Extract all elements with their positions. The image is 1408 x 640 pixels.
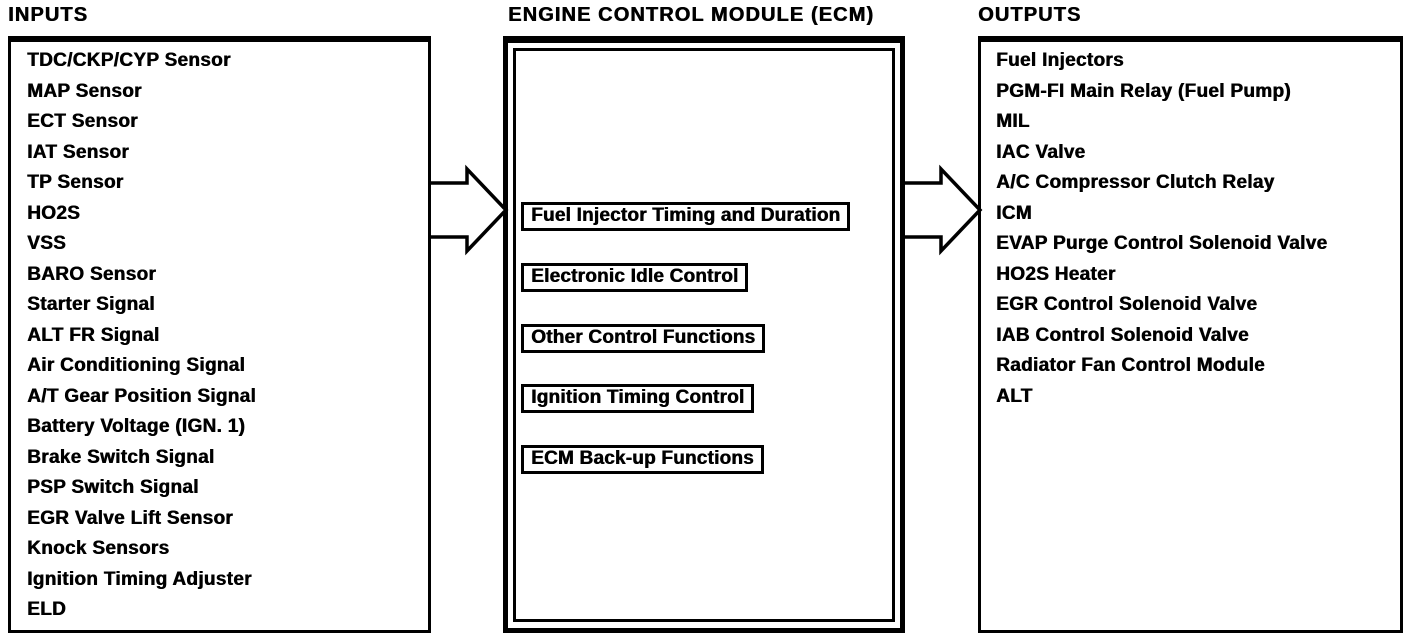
input-item: ALT FR Signal (27, 324, 160, 346)
output-item: Radiator Fan Control Module (996, 355, 1265, 376)
output-item: Fuel Injectors (996, 50, 1124, 71)
input-item: A/T Gear Position Signal (27, 385, 256, 407)
outputs-box: Fuel Injectors PGM-FI Main Relay (Fuel P… (978, 36, 1403, 633)
outputs-list: Fuel Injectors PGM-FI Main Relay (Fuel P… (981, 42, 1400, 412)
output-item: ICM (996, 202, 1032, 224)
ecm-function-box-other-control-functions: Other Control Functions (521, 324, 766, 353)
input-item: TP Sensor (27, 172, 124, 193)
input-item: Battery Voltage (IGN. 1) (27, 416, 245, 437)
inputs-box: TDC/CKP/CYP Sensor MAP Sensor ECT Sensor… (8, 36, 431, 633)
input-item: Air Conditioning Signal (27, 355, 245, 376)
output-item: IAC Valve (996, 141, 1086, 163)
output-item: ALT (996, 385, 1033, 407)
input-item: TDC/CKP/CYP Sensor (27, 50, 231, 71)
input-item: Knock Sensors (27, 538, 170, 559)
ecm-function-box-fuel-injector-timing: Fuel Injector Timing and Duration (521, 202, 851, 231)
input-item: ELD (27, 599, 66, 620)
input-item: VSS (27, 233, 66, 254)
inputs-list: TDC/CKP/CYP Sensor MAP Sensor ECT Sensor… (11, 42, 428, 626)
ecm-function-box-ignition-timing-control: Ignition Timing Control (521, 384, 755, 413)
output-item: IAB Control Solenoid Valve (996, 324, 1249, 346)
flow-arrow-ecm-to-outputs-icon (905, 164, 983, 256)
inputs-column-title: INPUTS (8, 4, 88, 26)
ecm-function-box-backup-functions: ECM Back-up Functions (521, 445, 764, 474)
output-item: A/C Compressor Clutch Relay (996, 172, 1275, 193)
ecm-inner-box (513, 48, 895, 622)
input-item: PSP Switch Signal (27, 477, 199, 498)
input-item: EGR Valve Lift Sensor (27, 507, 233, 529)
input-item: ECT Sensor (27, 111, 138, 132)
output-item: MIL (996, 111, 1030, 132)
input-item: HO2S (27, 202, 80, 224)
output-item: PGM-FI Main Relay (Fuel Pump) (996, 80, 1291, 102)
output-item: EGR Control Solenoid Valve (996, 294, 1258, 315)
input-item: BARO Sensor (27, 263, 156, 285)
ecm-function-box-electronic-idle-control: Electronic Idle Control (521, 263, 749, 292)
ecm-box: Fuel Injector Timing and Duration Electr… (503, 36, 905, 633)
input-item: IAT Sensor (27, 141, 129, 163)
flow-arrow-inputs-to-ecm-icon (431, 164, 509, 256)
ecm-column-title: ENGINE CONTROL MODULE (ECM) (508, 4, 874, 26)
input-item: Ignition Timing Adjuster (27, 568, 252, 590)
input-item: Starter Signal (27, 294, 155, 315)
outputs-column-title: OUTPUTS (978, 4, 1082, 26)
input-item: MAP Sensor (27, 80, 142, 102)
input-item: Brake Switch Signal (27, 446, 215, 468)
output-item: EVAP Purge Control Solenoid Valve (996, 233, 1328, 254)
output-item: HO2S Heater (996, 263, 1116, 285)
